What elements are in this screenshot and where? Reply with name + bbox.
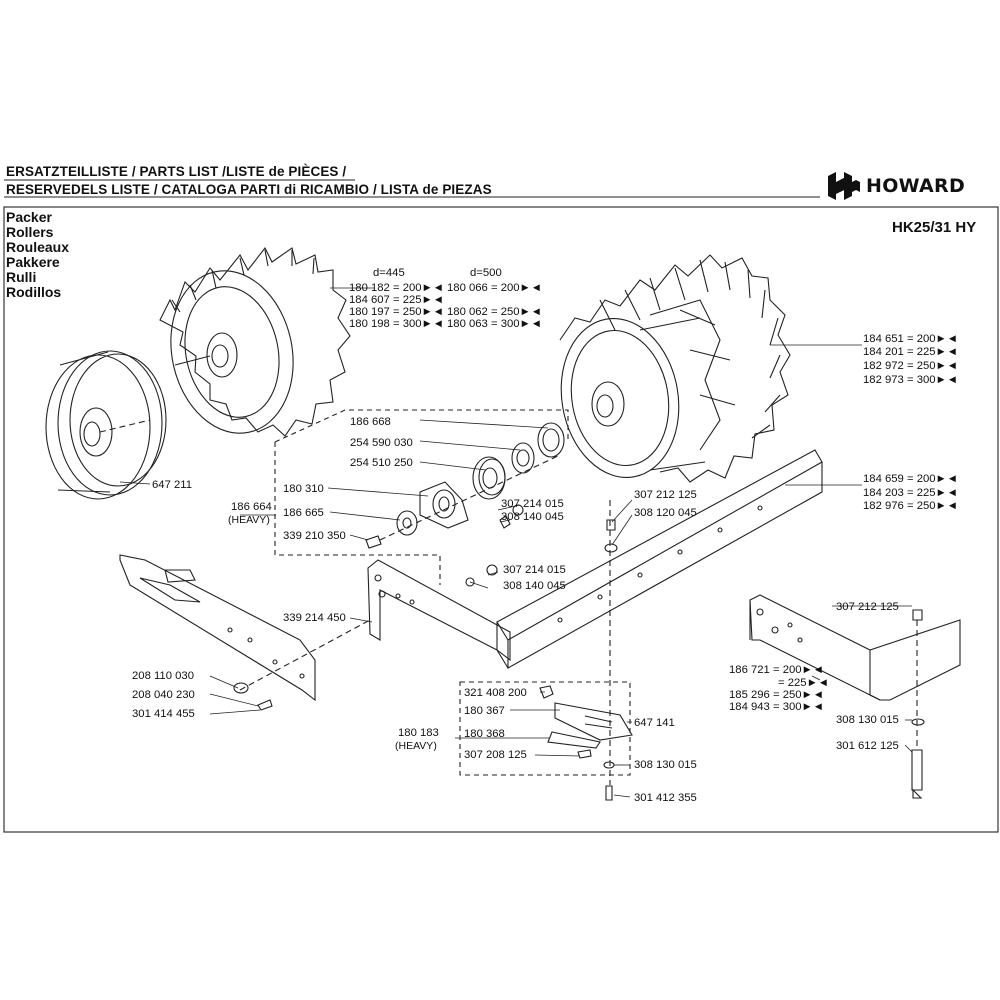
part-callout: 301 412 355 [634, 792, 697, 804]
section-title: Pakkere [6, 254, 60, 270]
bearing-assembly [274, 409, 569, 585]
part-callout: 184 659 = 200►◄ [863, 473, 958, 485]
section-title: Rouleaux [6, 239, 70, 255]
part-callout: 339 214 450 [283, 612, 346, 624]
part-callout: 184 607 = 225►◄ [349, 294, 444, 306]
part-callout: 182 973 = 300►◄ [863, 374, 958, 386]
part-callout: = 225►◄ [778, 677, 829, 689]
section-title: Rodillos [6, 284, 62, 300]
part-callout: 321 408 200 [464, 687, 527, 699]
part-callout: 339 210 350 [283, 530, 346, 542]
part-callout: 184 201 = 225►◄ [863, 346, 958, 358]
howard-logo-icon [828, 172, 860, 200]
howard-logo: HOWARD [826, 170, 965, 202]
diameter-label: d=445 [373, 267, 405, 279]
part-callout: 180 368 [464, 728, 505, 740]
part-callout: 308 140 045 [501, 511, 564, 523]
part-callout: 184 943 = 300►◄ [729, 701, 824, 713]
part-callout: 308 130 015 [836, 714, 899, 726]
part-callout: 307 212 125 [634, 489, 697, 501]
part-callout: 180 066 = 200►◄ [447, 282, 542, 294]
part-callout: 182 972 = 250►◄ [863, 360, 958, 372]
part-callout: 180 183 [398, 727, 439, 739]
part-callout: 184 651 = 200►◄ [863, 333, 958, 345]
part-callout: 254 510 250 [350, 457, 413, 469]
part-callout: 182 976 = 250►◄ [863, 500, 958, 512]
part-callout: 307 208 125 [464, 749, 527, 761]
scraper-assembly [459, 500, 633, 801]
section-title: Rollers [6, 224, 54, 240]
part-callout: 186 668 [350, 416, 391, 428]
section-title: Rulli [6, 269, 37, 285]
part-callout: 184 203 = 225►◄ [863, 487, 958, 499]
header-title-line-1: ERSATZTEILLISTE / PARTS LIST /LISTE de P… [6, 164, 347, 179]
brand-name: HOWARD [866, 175, 966, 197]
section-title-list: Packer Rollers Rouleaux Pakkere Rulli Ro… [6, 210, 69, 300]
part-callout: 307 214 015 [501, 498, 564, 510]
part-callout: 180 182 = 200►◄ [349, 282, 444, 294]
mounting-plate-center [367, 559, 511, 662]
part-callout: 307 214 015 [503, 564, 566, 576]
part-callout: 180 062 = 250►◄ [447, 306, 542, 318]
part-callout: 180 198 = 300►◄ [349, 318, 444, 330]
part-callout: 180 367 [464, 705, 505, 717]
model-number: HK25/31 HY [892, 219, 977, 236]
smooth-packer-disc-left [45, 350, 167, 500]
part-callout: 308 140 045 [503, 580, 566, 592]
part-callout: 647 211 [152, 479, 192, 491]
scraper-arm-left [119, 554, 371, 711]
part-callout: 308 120 045 [634, 507, 697, 519]
part-callout: 186 665 [283, 507, 324, 519]
main-beam [496, 449, 823, 669]
part-callout: 180 310 [283, 483, 324, 495]
diameter-label: d=500 [470, 267, 502, 279]
part-callout: 180 197 = 250►◄ [349, 306, 444, 318]
section-title: Packer [6, 209, 52, 225]
heavy-note: (HEAVY) [228, 514, 270, 526]
part-callout: 208 110 030 [132, 670, 194, 682]
part-callout: 301 612 125 [836, 740, 899, 752]
heavy-note: (HEAVY) [395, 740, 437, 752]
part-callout: 186 721 = 200►◄ [729, 664, 824, 676]
part-callout: 307 212 125 [836, 601, 899, 613]
header-title-line-2: RESERVEDELS LISTE / CATALOGA PARTI di RI… [6, 182, 492, 197]
part-callout: 647 141 [634, 717, 675, 729]
part-callout: 308 130 015 [634, 759, 697, 771]
part-callout: 254 590 030 [350, 437, 413, 449]
part-callout: 301 414 455 [132, 708, 195, 720]
spiked-packer-wheel-left [159, 246, 351, 437]
end-bracket-right [749, 594, 961, 799]
part-callout: 185 296 = 250►◄ [729, 689, 824, 701]
leader-lines [119, 287, 913, 798]
part-callout: 186 664 [231, 501, 272, 513]
part-callout: 208 040 230 [132, 689, 195, 701]
finned-packer-wheel-right [559, 254, 791, 483]
diagram-frame [3, 206, 999, 833]
part-callout: 180 063 = 300►◄ [447, 318, 542, 330]
